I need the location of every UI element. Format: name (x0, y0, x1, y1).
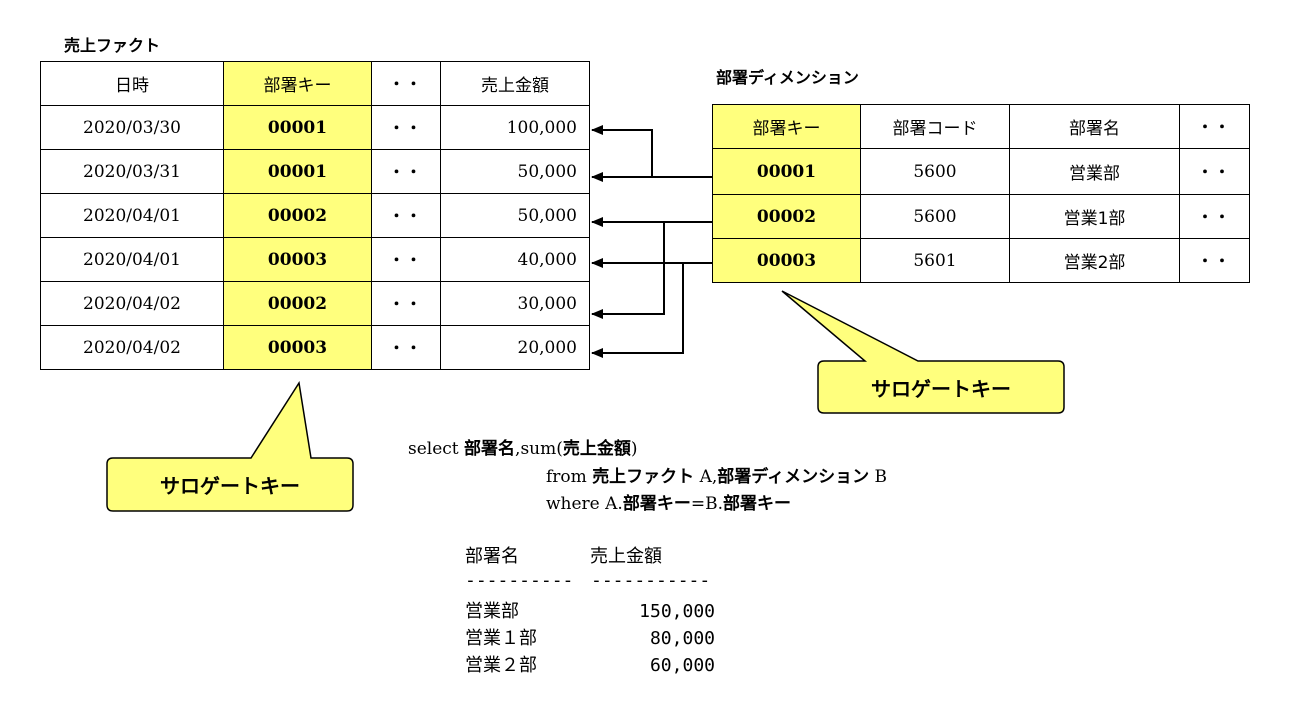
sql-kw: from (546, 467, 593, 487)
fact-cell-sales: 50,000 (440, 149, 590, 194)
sql-token: 売上ファクト (592, 467, 695, 487)
fact-header-datetime: 日時 (40, 61, 224, 106)
dimension-table: 部署キー 部署コード 部署名 ・・ 00001 5600 営業部 ・・ 0000… (712, 104, 1250, 283)
fact-table: 日時 部署キー ・・ 売上金額 2020/03/30 00001 ・・ 100,… (40, 61, 590, 370)
dim-cell-code: 5601 (860, 238, 1010, 283)
connector-00002-row5 (591, 222, 665, 319)
connector-00001-row1 (591, 125, 712, 178)
callout-fact-key-shape (106, 380, 354, 512)
dim-cell-name: 営業2部 (1009, 238, 1180, 283)
sql-line-where: where A.部署キー=B.部署キー (546, 489, 791, 519)
result-row-name: 営業部 (465, 601, 519, 622)
fact-cell-sales: 20,000 (440, 325, 590, 370)
dim-cell-code: 5600 (860, 148, 1010, 195)
table-row: 2020/04/02 00002 ・・ 30,000 (40, 281, 590, 326)
dim-cell-key: 00001 (712, 148, 861, 195)
sql-token: 部署名 (464, 439, 516, 459)
dim-cell-ellipsis: ・・ (1179, 238, 1250, 283)
callout-dim-key-shape (781, 290, 1065, 414)
callout-fact-key-label: サロゲートキー (160, 474, 300, 498)
sql-token: 売上金額 (562, 439, 631, 459)
sql-token: A, (694, 467, 718, 487)
fact-cell-date: 2020/04/01 (40, 237, 224, 282)
sql-token: ,sum( (515, 439, 563, 459)
fact-cell-date: 2020/04/02 (40, 281, 224, 326)
dimension-table-title: 部署ディメンション (716, 68, 859, 87)
table-row: 2020/04/02 00003 ・・ 20,000 (40, 325, 590, 370)
sql-token: 部署ディメンション (717, 467, 870, 487)
dim-cell-key: 00002 (712, 194, 861, 239)
fact-cell-key: 00001 (223, 149, 372, 194)
result-row-name: 営業２部 (465, 655, 537, 676)
table-row: 00003 5601 営業2部 ・・ (712, 238, 1250, 283)
dimension-header-row: 部署キー 部署コード 部署名 ・・ (712, 104, 1250, 149)
sql-token: 部署キー (722, 494, 791, 514)
sql-token: 部署キー (622, 494, 691, 514)
sql-line-select: select 部署名,sum(売上金額) (408, 434, 638, 464)
result-header-sales: 売上金額 (590, 546, 662, 567)
result-row-value: 60,000 (649, 655, 715, 676)
fact-cell-key: 00001 (223, 105, 372, 150)
dim-cell-name: 営業部 (1009, 148, 1180, 195)
dim-cell-ellipsis: ・・ (1179, 194, 1250, 239)
dim-cell-ellipsis: ・・ (1179, 148, 1250, 195)
fact-header-sales: 売上金額 (440, 61, 590, 106)
fact-cell-key: 00002 (223, 193, 372, 238)
fact-cell-date: 2020/03/31 (40, 149, 224, 194)
sql-token: B (869, 467, 887, 487)
sql-token: =B. (690, 494, 723, 514)
sql-token: ) (630, 439, 638, 459)
result-separator-1: ---------- (465, 570, 574, 591)
fact-cell-ellipsis: ・・ (371, 237, 441, 282)
fact-cell-key: 00002 (223, 281, 372, 326)
table-row: 00002 5600 営業1部 ・・ (712, 194, 1250, 239)
fact-table-title: 売上ファクト (64, 36, 161, 55)
dim-header-dept-key: 部署キー (712, 104, 861, 149)
result-row-value: 80,000 (649, 628, 715, 649)
fact-cell-ellipsis: ・・ (371, 325, 441, 370)
result-row-name: 営業１部 (465, 628, 537, 649)
sql-kw: where A. (546, 494, 623, 514)
sql-line-from: from 売上ファクト A,部署ディメンション B (546, 462, 887, 492)
dim-header-dept-code: 部署コード (860, 104, 1010, 149)
table-row: 2020/03/31 00001 ・・ 50,000 (40, 149, 590, 194)
fact-cell-date: 2020/03/30 (40, 105, 224, 150)
fact-cell-ellipsis: ・・ (371, 105, 441, 150)
fact-cell-date: 2020/04/02 (40, 325, 224, 370)
result-separator-2: ----------- (591, 570, 711, 591)
connector-00003-row6 (591, 263, 684, 358)
fact-header-row: 日時 部署キー ・・ 売上金額 (40, 61, 590, 106)
fact-cell-key: 00003 (223, 325, 372, 370)
callout-dim-key-label: サロゲートキー (871, 377, 1011, 401)
dim-cell-key: 00003 (712, 238, 861, 283)
result-row-value: 150,000 (639, 601, 715, 622)
result-header-dept: 部署名 (465, 546, 519, 567)
dim-cell-name: 営業1部 (1009, 194, 1180, 239)
table-row: 00001 5600 営業部 ・・ (712, 148, 1250, 195)
sql-kw: select (408, 439, 465, 459)
dim-header-dept-name: 部署名 (1009, 104, 1180, 149)
